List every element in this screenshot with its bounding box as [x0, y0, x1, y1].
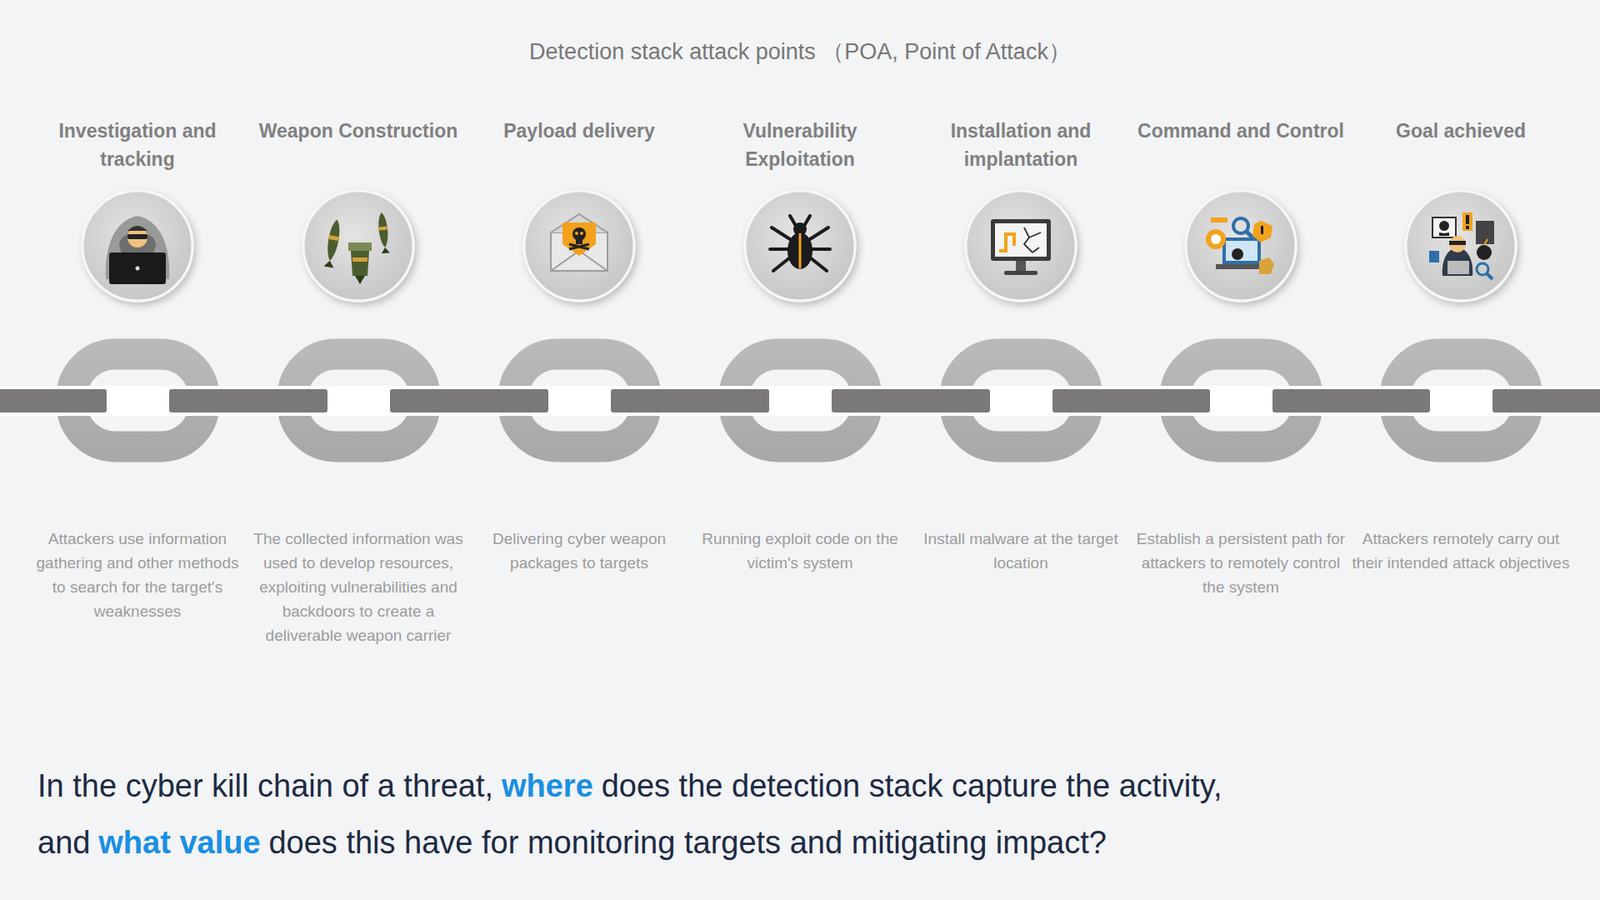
stage-description: Establish a persistent path for attacker… — [1131, 526, 1350, 600]
stage-description: Attackers remotely carry out their inten… — [1351, 526, 1570, 575]
stage-column: Command and ControlEstablish a persisten… — [1131, 116, 1350, 600]
stage-heading: Vulnerability Exploitation — [690, 116, 910, 175]
stage-description: Attackers use information gathering and … — [28, 526, 247, 624]
question-line: andwhat valuedoes this have for monitori… — [37, 825, 1115, 861]
stage-heading: Investigation and tracking — [28, 116, 247, 175]
stage-description: The collected information was used to de… — [249, 526, 468, 648]
stage-heading: Installation and implantation — [911, 116, 1130, 175]
stage-heading: Command and Control — [1137, 116, 1345, 175]
diagram-title: Detection stack attack points （POA, Poin… — [0, 36, 1600, 67]
stage-heading: Goal achieved — [1395, 116, 1526, 175]
stage-column: Installation and implantationInstall mal… — [911, 116, 1130, 575]
stage-column: Weapon ConstructionThe collected informa… — [249, 116, 468, 648]
stage-column: Investigation and trackingAttackers use … — [28, 116, 247, 624]
question-line: In the cyber kill chain of a threat,wher… — [37, 768, 1230, 805]
stage-heading: Weapon Construction — [259, 116, 459, 175]
stage-column: Goal achievedAttackers remotely carry ou… — [1351, 116, 1570, 575]
question-text: and — [37, 825, 90, 860]
stage-column: Payload deliveryDelivering cyber weapon … — [470, 116, 689, 575]
stage-column: Vulnerability ExploitationRunning exploi… — [690, 116, 910, 575]
stage-heading: Payload delivery — [503, 116, 655, 175]
question-text: does the detection stack capture the act… — [601, 768, 1223, 804]
question-text: In the cyber kill chain of a threat, — [37, 768, 494, 804]
highlight-word: where — [501, 768, 594, 804]
stage-description: Delivering cyber weapon packages to targ… — [470, 526, 689, 575]
question-text: does this have for monitoring targets an… — [268, 825, 1106, 860]
stage-description: Running exploit code on the victim's sys… — [690, 526, 910, 575]
highlight-word: what value — [98, 825, 260, 860]
stage-description: Install malware at the target location — [911, 526, 1130, 575]
